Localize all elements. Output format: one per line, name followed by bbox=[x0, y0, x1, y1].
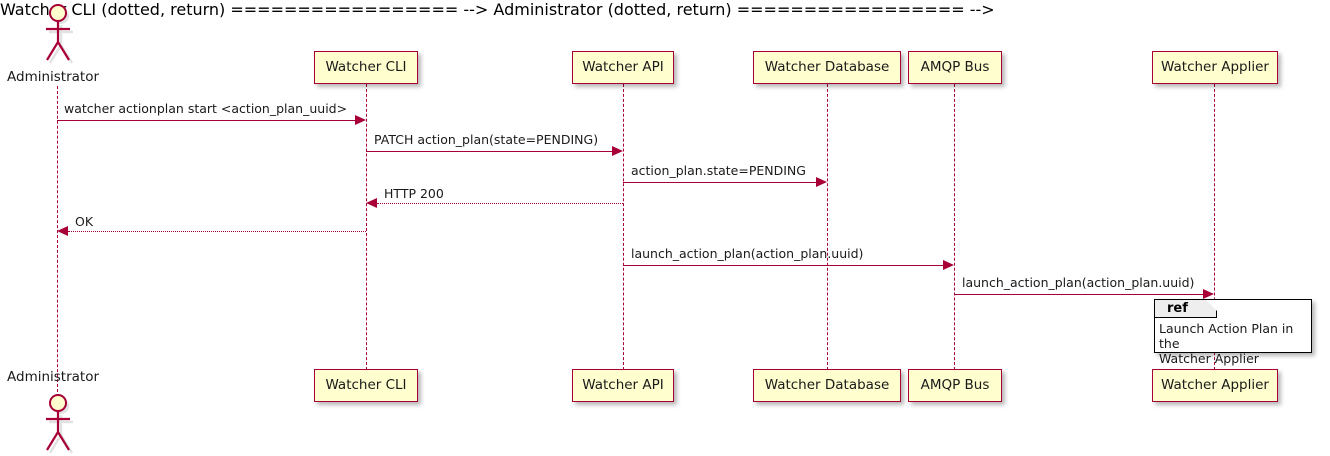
message-label-6: launch_action_plan(action_plan.uuid) bbox=[631, 246, 864, 261]
lifeline-watcher-database bbox=[827, 84, 828, 370]
ref-fragment-tab: ref bbox=[1155, 300, 1217, 318]
message-arrowhead-3 bbox=[816, 177, 827, 187]
ref-fragment: ref Launch Action Plan in the Watcher Ap… bbox=[1154, 299, 1312, 366]
message-label-7: launch_action_plan(action_plan.uuid) bbox=[962, 275, 1195, 290]
lifeline-watcher-api bbox=[623, 84, 624, 370]
message-arrowhead-1 bbox=[355, 115, 366, 125]
stick-figure-icon bbox=[46, 394, 74, 454]
message-line-5 bbox=[68, 231, 366, 232]
lifeline-watcher-applier bbox=[1214, 84, 1215, 370]
actor-administrator-top bbox=[36, 2, 80, 64]
message-line-1 bbox=[57, 120, 356, 121]
message-line-6 bbox=[623, 265, 944, 266]
actor-label-administrator-bottom: Administrator bbox=[7, 369, 100, 385]
message-line-7 bbox=[954, 294, 1204, 295]
participant-watcher-api-bottom[interactable]: Watcher API bbox=[572, 369, 674, 402]
message-line-2 bbox=[366, 151, 613, 152]
message-label-5: OK bbox=[75, 214, 94, 229]
lifeline-administrator bbox=[57, 86, 58, 392]
participant-watcher-database-top[interactable]: Watcher Database bbox=[753, 51, 901, 84]
participant-amqp-bus-top[interactable]: AMQP Bus bbox=[908, 51, 1002, 84]
ref-fragment-text: Launch Action Plan in the Watcher Applie… bbox=[1159, 321, 1294, 366]
message-label-2: PATCH action_plan(state=PENDING) bbox=[374, 132, 599, 147]
message-label-3: action_plan.state=PENDING bbox=[631, 163, 806, 178]
message-line-3 bbox=[623, 182, 817, 183]
participant-watcher-applier-bottom[interactable]: Watcher Applier bbox=[1152, 369, 1278, 402]
participant-watcher-api-top[interactable]: Watcher API bbox=[572, 51, 674, 84]
message-arrowhead-7 bbox=[1203, 289, 1214, 299]
actor-label-administrator-top: Administrator bbox=[7, 69, 100, 85]
lifeline-amqp-bus bbox=[954, 84, 955, 370]
lifeline-watcher-cli bbox=[366, 84, 367, 370]
actor-administrator-bottom bbox=[36, 392, 80, 454]
message-label-1: watcher actionplan start <action_plan_uu… bbox=[64, 101, 348, 116]
message-arrowhead-2 bbox=[612, 146, 623, 156]
participant-watcher-cli-top[interactable]: Watcher CLI bbox=[314, 51, 418, 84]
message-arrowhead-4 bbox=[366, 198, 377, 208]
participant-watcher-database-bottom[interactable]: Watcher Database bbox=[753, 369, 901, 402]
message-label-4: HTTP 200 bbox=[384, 186, 444, 201]
participant-watcher-cli-bottom[interactable]: Watcher CLI bbox=[314, 369, 418, 402]
message-arrowhead-6 bbox=[943, 260, 954, 270]
participant-amqp-bus-bottom[interactable]: AMQP Bus bbox=[908, 369, 1002, 402]
message-line-4 bbox=[377, 203, 623, 204]
participant-watcher-applier-top[interactable]: Watcher Applier bbox=[1152, 51, 1278, 84]
message-arrowhead-5 bbox=[57, 226, 68, 236]
stick-figure-icon bbox=[46, 4, 74, 64]
